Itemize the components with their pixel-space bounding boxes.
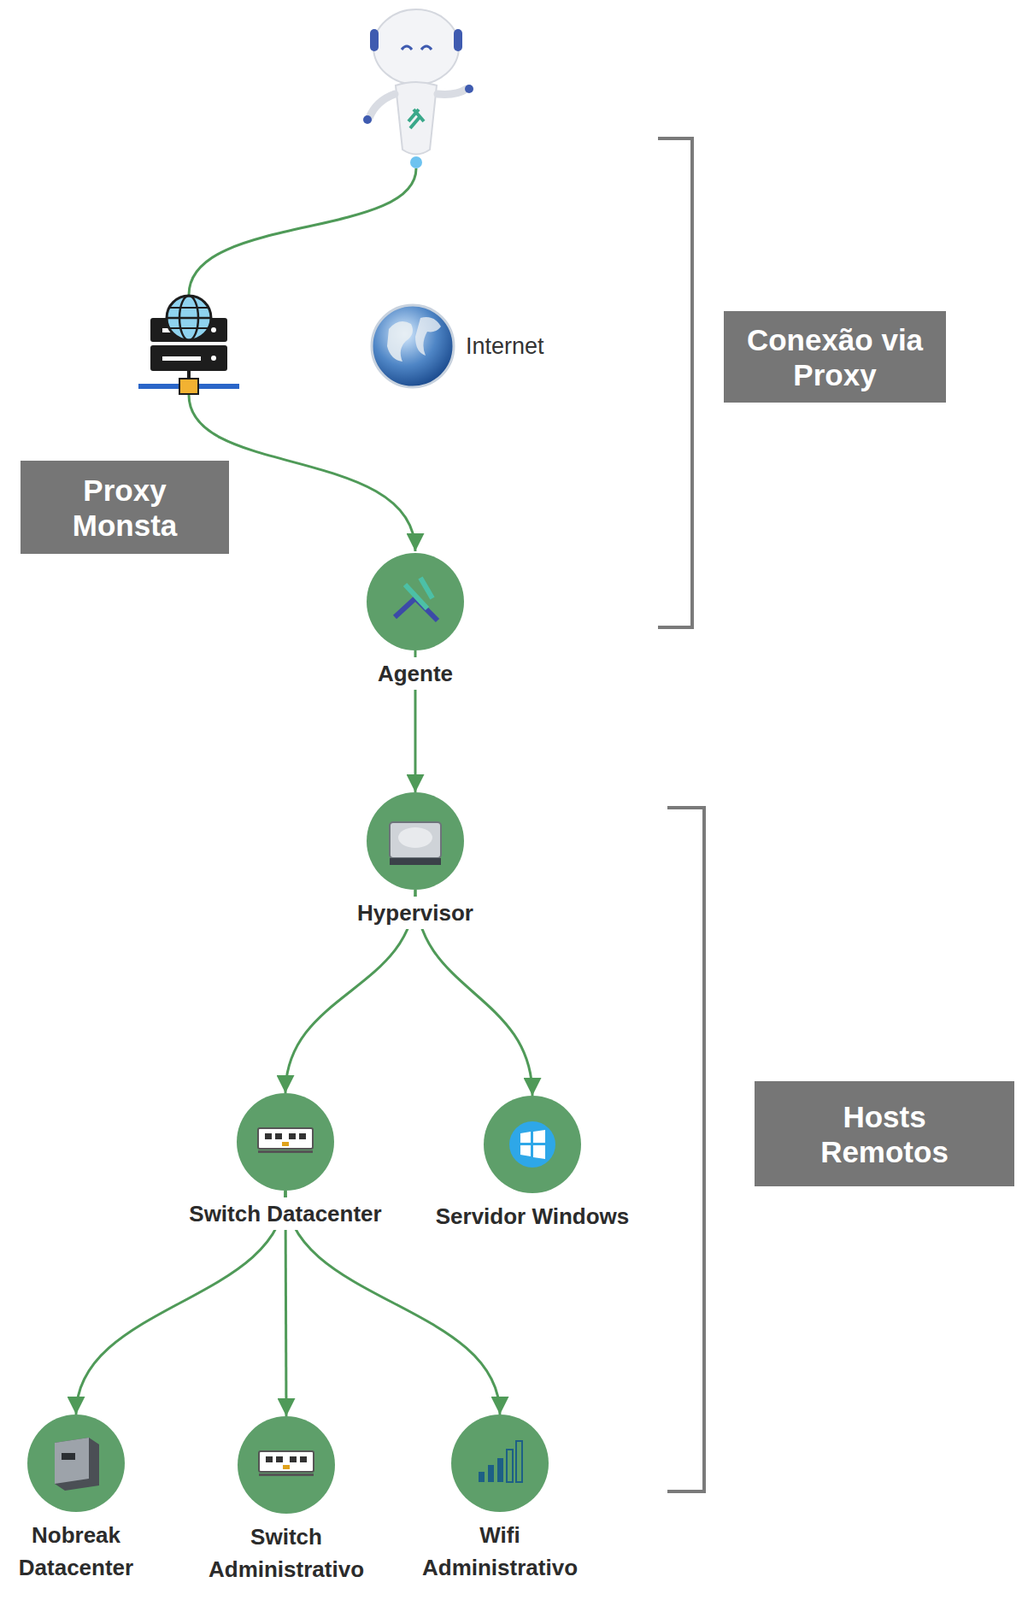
node-circles (27, 552, 582, 1514)
nobreak-icon (54, 1437, 100, 1491)
bracket (667, 807, 705, 1492)
wire (188, 168, 417, 295)
hypervisor-disk-icon (389, 822, 441, 865)
ups-node: Nobreak Datacenter (27, 1414, 125, 1512)
section-tag: Conexão via Proxy (723, 311, 946, 403)
node-label: Nobreak Datacenter (0, 1518, 177, 1584)
section-tag: Proxy Monsta (20, 460, 230, 554)
icon-label: Internet (465, 332, 545, 360)
node-label: Agente (375, 657, 456, 690)
node-label: Switch Datacenter (186, 1197, 384, 1230)
bracket (657, 138, 693, 628)
server-node: Servidor Windows (483, 1095, 582, 1193)
proxy-server-icon (138, 295, 240, 394)
windows-icon (509, 1121, 556, 1168)
tag-text: Hosts Remotos (798, 1098, 970, 1169)
tag-text: Proxy Monsta (47, 472, 202, 543)
wifi-node: Wifi Administrativo (451, 1414, 549, 1512)
wifi-bars-icon (478, 1440, 523, 1482)
agent-node: Agente (366, 552, 465, 651)
node-label: Hypervisor (354, 896, 476, 929)
robot-illustration (363, 9, 474, 169)
internet-globe (371, 305, 454, 388)
switch-node: Switch Administrativo (237, 1415, 335, 1514)
node-label: Switch Administrativo (185, 1520, 388, 1586)
node-label: Wifi Administrativo (399, 1518, 601, 1584)
switch-icon (258, 1127, 313, 1153)
node-label: Servidor Windows (433, 1199, 633, 1233)
agent-logo (394, 577, 438, 621)
tag-text: Conexão via Proxy (734, 322, 936, 393)
switch-icon (258, 1450, 314, 1476)
hypervisor-node: Hypervisor (366, 792, 465, 890)
switch-node: Switch Datacenter (236, 1092, 335, 1191)
section-tag: Hosts Remotos (754, 1080, 1015, 1187)
